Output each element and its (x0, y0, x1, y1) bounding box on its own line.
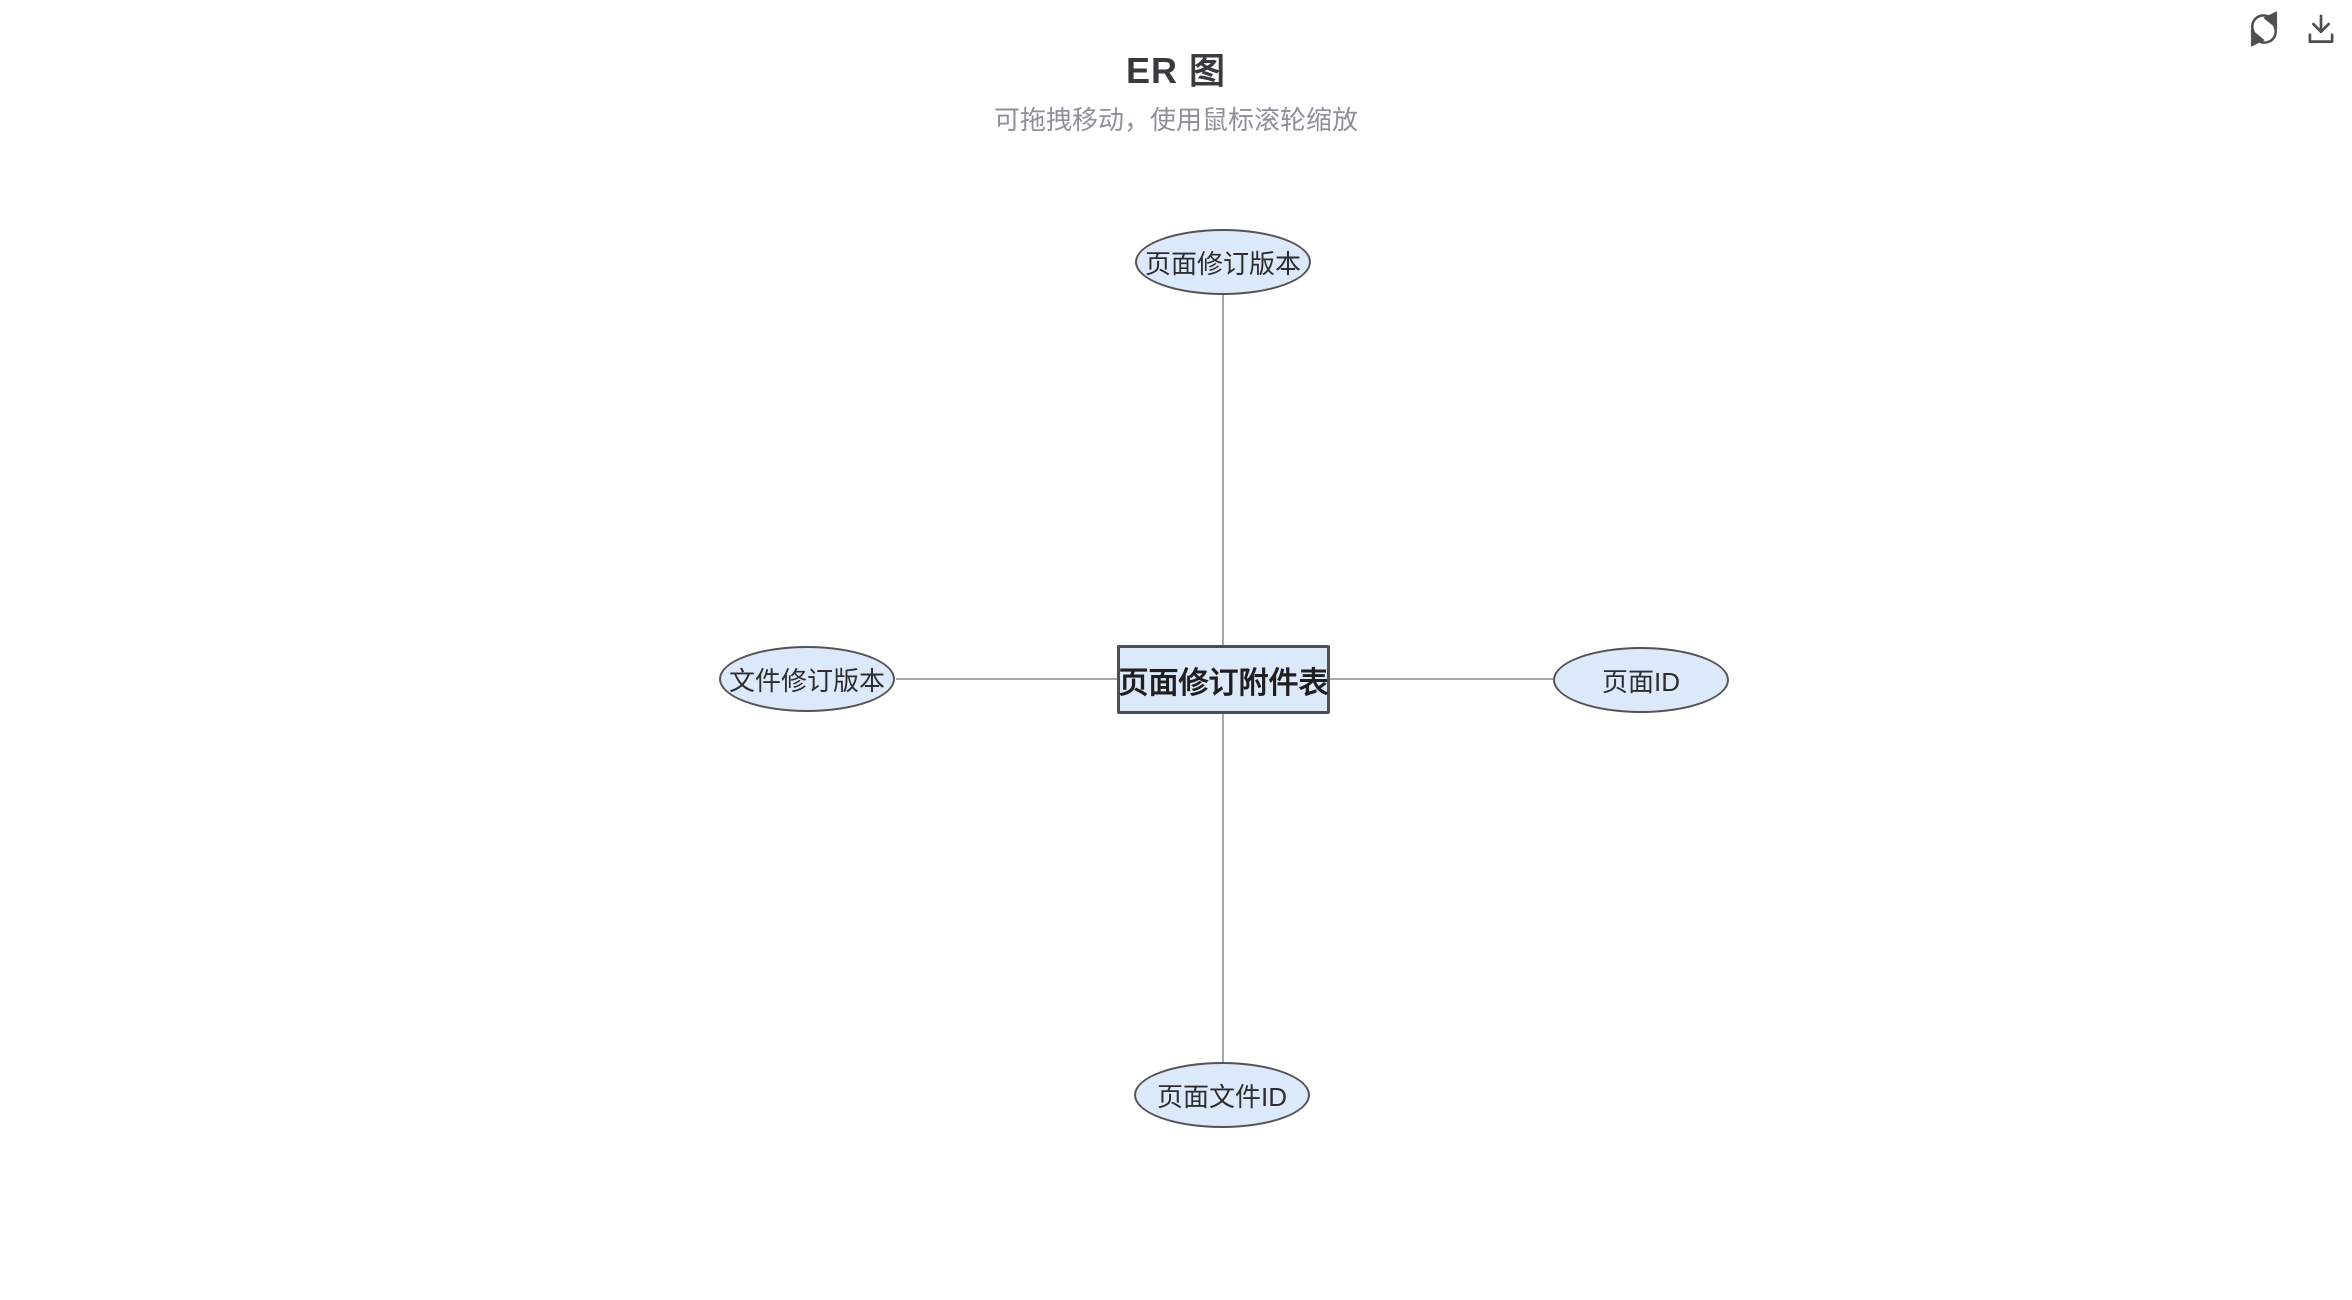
page-title: ER 图 (1125, 50, 1226, 91)
edge-entity-to-right-attribute (1330, 678, 1554, 680)
download-icon (2303, 11, 2339, 47)
edge-entity-to-top-attribute (1222, 294, 1224, 646)
refresh-button[interactable] (2246, 11, 2282, 47)
edge-entity-to-bottom-attribute (1222, 713, 1224, 1063)
attribute-node-bottom[interactable]: 页面文件ID (1134, 1062, 1310, 1128)
attribute-node-top[interactable]: 页面修订版本 (1135, 229, 1311, 295)
attribute-node-left[interactable]: 文件修订版本 (719, 646, 895, 712)
refresh-icon (2246, 11, 2282, 47)
toolbar (2246, 11, 2339, 47)
edge-entity-to-left-attribute (896, 678, 1117, 680)
entity-node[interactable]: 页面修订附件表 (1117, 645, 1330, 714)
page-subtitle: 可拖拽移动，使用鼠标滚轮缩放 (993, 105, 1358, 135)
download-button[interactable] (2303, 11, 2339, 47)
attribute-node-right[interactable]: 页面ID (1553, 647, 1729, 713)
